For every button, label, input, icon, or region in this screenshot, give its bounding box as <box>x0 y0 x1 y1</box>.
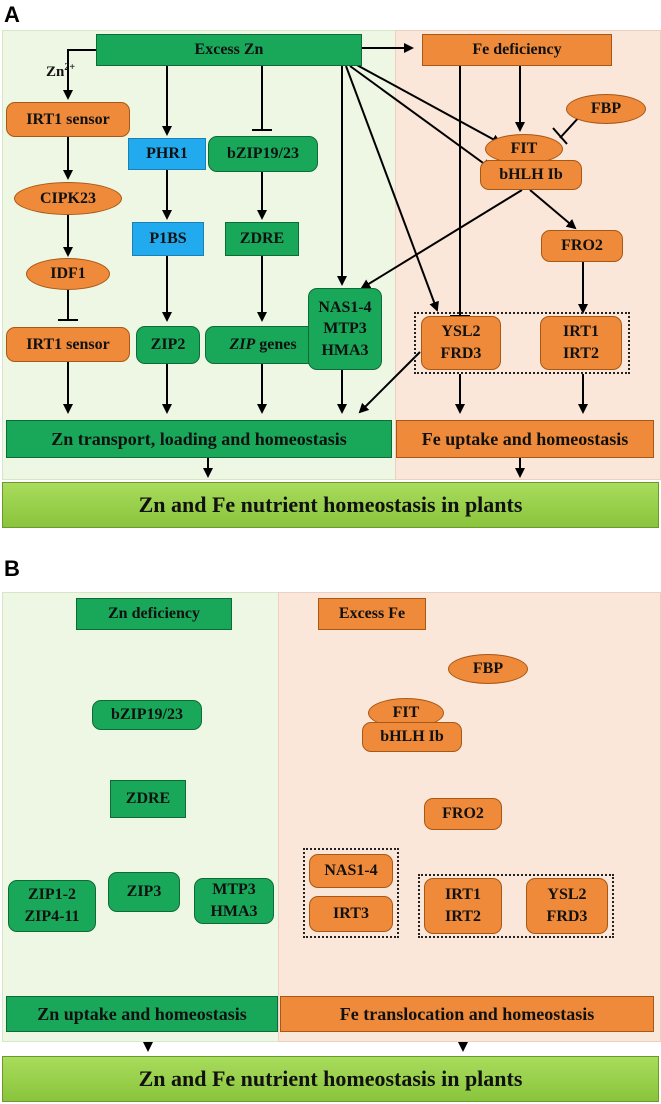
bhlh-ib-box-a: bHLH Ib <box>480 160 582 190</box>
fe-deficiency-box: Fe deficiency <box>422 34 612 66</box>
fe-uptake-bar: Fe uptake and homeostasis <box>396 420 654 458</box>
ysl2-frd3-box-a: YSL2 FRD3 <box>421 316 501 370</box>
panel-b-letter: B <box>4 556 20 581</box>
zip-genes-box: ZIP genes <box>205 326 321 364</box>
mtp3-hma3-box-b: MTP3 HMA3 <box>194 878 274 924</box>
fro2-box-b: FRO2 <box>424 798 502 830</box>
phr1-box: PHR1 <box>128 138 206 170</box>
zn-ion-label: Zn2+ <box>46 62 76 80</box>
panel-a-letter: A <box>4 2 20 27</box>
panel-a-transporter-group <box>414 312 630 374</box>
fbp-ellipse-b: FBP <box>448 654 528 684</box>
irt1-sensor-top-box: IRT1 sensor <box>6 102 130 137</box>
zdre-box-a: ZDRE <box>225 222 299 256</box>
bzip19-23-box-a: bZIP19/23 <box>208 136 318 172</box>
zip3-box: ZIP3 <box>108 872 180 912</box>
zn-uptake-bar: Zn uptake and homeostasis <box>6 996 278 1032</box>
zip-genes-rest: genes <box>255 336 297 354</box>
panel-b-bottom-bar: Zn and Fe nutrient homeostasis in plants <box>2 1056 659 1102</box>
zip-genes-italic: ZIP <box>229 336 256 354</box>
nas-mtp3-hma3-box: NAS1-4 MTP3 HMA3 <box>308 288 382 370</box>
zip2-box: ZIP2 <box>136 326 200 364</box>
idf1-ellipse: IDF1 <box>26 258 110 290</box>
irt3-box: IRT3 <box>309 896 393 932</box>
bhlh-ib-box-b: bHLH Ib <box>362 722 462 752</box>
fbp-ellipse-a: FBP <box>566 94 646 124</box>
panel-b-nas-irt3-group <box>303 848 399 938</box>
panel-b-transporter-group <box>418 874 614 938</box>
fit-ellipse-a: FIT <box>485 134 563 164</box>
p1bs-box: P1BS <box>132 222 204 256</box>
irt1-sensor-bottom-box: IRT1 sensor <box>6 327 130 362</box>
excess-zn-box: Excess Zn <box>96 34 362 66</box>
irt1-irt2-box-a: IRT1 IRT2 <box>540 316 622 370</box>
nas1-4-box-b: NAS1-4 <box>309 854 393 888</box>
irt1-irt2-box-b: IRT1 IRT2 <box>424 878 502 934</box>
fe-translocation-bar: Fe translocation and homeostasis <box>280 996 654 1032</box>
ysl2-frd3-box-b: YSL2 FRD3 <box>526 878 608 934</box>
zn-transport-bar: Zn transport, loading and homeostasis <box>6 420 392 458</box>
excess-fe-box: Excess Fe <box>318 598 426 630</box>
zip1-2-zip4-11-box: ZIP1-2 ZIP4-11 <box>8 880 96 932</box>
zdre-box-b: ZDRE <box>110 780 186 818</box>
panel-a-bottom-bar: Zn and Fe nutrient homeostasis in plants <box>2 482 659 528</box>
bzip19-23-box-b: bZIP19/23 <box>92 700 202 730</box>
zn-deficiency-box: Zn deficiency <box>76 598 232 630</box>
cipk23-ellipse: CIPK23 <box>14 182 122 215</box>
fro2-box-a: FRO2 <box>541 230 623 262</box>
